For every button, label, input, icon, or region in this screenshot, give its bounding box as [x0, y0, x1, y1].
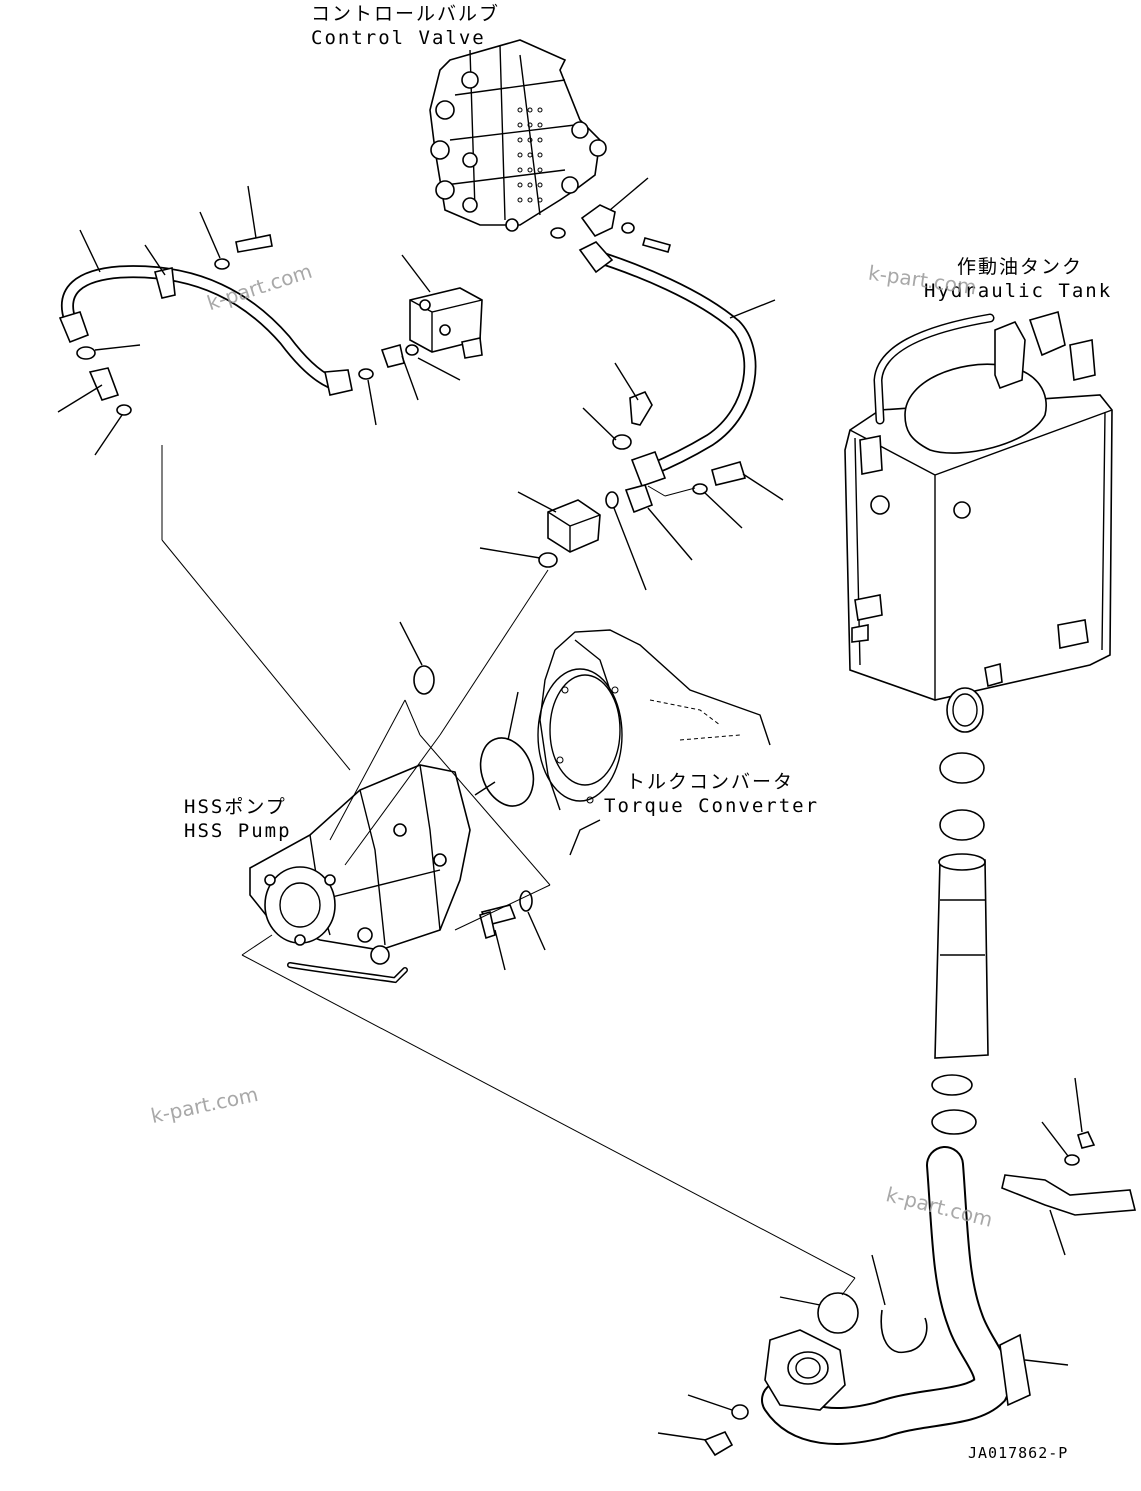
hss-pump-label-en: HSS Pump	[184, 820, 292, 842]
hss-pump-drawing	[249, 764, 471, 984]
torque-converter-label-jp: トルクコンバータ	[626, 771, 795, 793]
hydraulic-tank-drawing	[844, 310, 1113, 733]
control-valve-label-jp: コントロールバルブ	[311, 3, 501, 25]
torque-converter-drawing	[537, 629, 771, 856]
torque-converter-label-en: Torque Converter	[604, 795, 820, 817]
hydraulic-tank-label-jp: 作動油タンク	[957, 256, 1084, 278]
control-valve-drawing	[429, 39, 607, 232]
hydraulic-tank-label-en: Hydraulic Tank	[924, 280, 1113, 302]
drawing-code: JA017862-P	[968, 1444, 1069, 1462]
hss-pump-label-jp: HSSポンプ	[184, 796, 287, 818]
control-valve-label-en: Control Valve	[311, 27, 486, 49]
